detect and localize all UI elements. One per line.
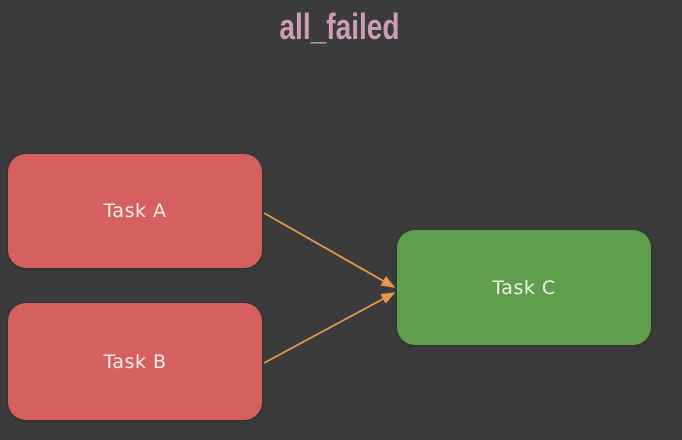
- node-task-c: Task C: [397, 230, 651, 345]
- edge-task-b-to-task-c: [263, 292, 396, 364]
- node-task-b: Task B: [8, 303, 262, 420]
- node-task-a-label: Task A: [103, 200, 167, 222]
- node-task-a: Task A: [8, 154, 262, 268]
- node-task-b-label: Task B: [103, 350, 167, 373]
- edge-task-a-to-task-c: [263, 212, 396, 288]
- diagram-title: all_failed: [279, 6, 400, 47]
- node-task-c-label: Task C: [492, 276, 556, 299]
